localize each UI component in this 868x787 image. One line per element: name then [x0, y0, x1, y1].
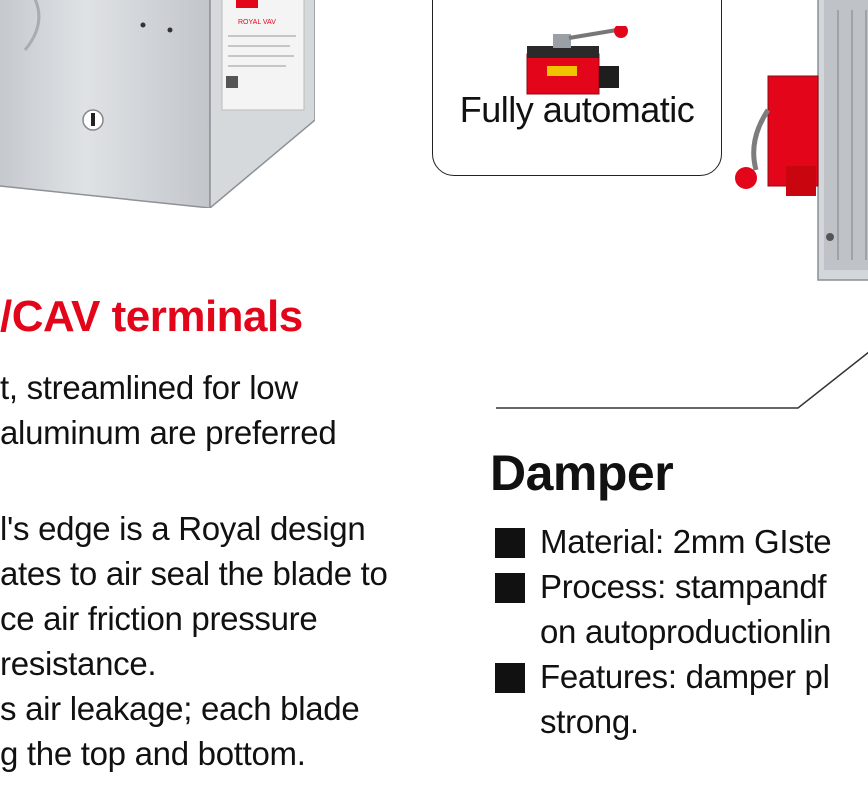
- damper-bullet-list: Material: 2mm GIste Process: stampandf o…: [495, 519, 868, 744]
- bullet-square-icon: [495, 528, 525, 558]
- bullet-line: on autoproductionlin: [540, 613, 832, 650]
- callout-label: Fully automatic: [459, 89, 695, 130]
- damper-title: Damper: [490, 445, 674, 501]
- paragraph-line: s air leakage; each blade: [0, 690, 360, 727]
- paragraph-line: ates to air seal the blade to: [0, 555, 388, 592]
- paragraph-line: t, streamlined for low: [0, 369, 298, 406]
- paragraph-line: resistance.: [0, 645, 157, 682]
- callout-bubble: Fully automatic: [432, 0, 722, 176]
- paragraph-3: s air leakage; each blade g the top and …: [0, 686, 360, 776]
- bullet-material: Material: 2mm GIste: [495, 519, 868, 564]
- paragraph-line: ce air friction pressure: [0, 600, 318, 637]
- bullet-process: Process: stampandf on autoproductionlin: [495, 564, 868, 654]
- leader-line: [496, 351, 868, 409]
- vav-box-image: ROYAL VAV: [0, 0, 315, 208]
- paragraph-line: l's edge is a Royal design: [0, 510, 366, 547]
- paragraph-line: g the top and bottom.: [0, 735, 306, 772]
- paragraph-line: aluminum are preferred: [0, 414, 337, 451]
- paragraph-1: t, streamlined for low aluminum are pref…: [0, 365, 337, 455]
- brand-label: ROYAL VAV: [238, 19, 276, 26]
- bullet-features: Features: damper pl strong.: [495, 654, 868, 744]
- damper-image: [735, 0, 868, 281]
- paragraph-2: l's edge is a Royal design ates to air s…: [0, 506, 388, 686]
- bullet-line: Material: 2mm GIste: [540, 523, 832, 560]
- bullet-line: Features: damper pl: [540, 658, 830, 695]
- actuator-image: [526, 26, 628, 95]
- section-title: /CAV terminals: [0, 292, 303, 341]
- bullet-square-icon: [495, 573, 525, 603]
- bullet-line: strong.: [540, 703, 639, 740]
- bullet-square-icon: [495, 663, 525, 693]
- bullet-line: Process: stampandf: [540, 568, 827, 605]
